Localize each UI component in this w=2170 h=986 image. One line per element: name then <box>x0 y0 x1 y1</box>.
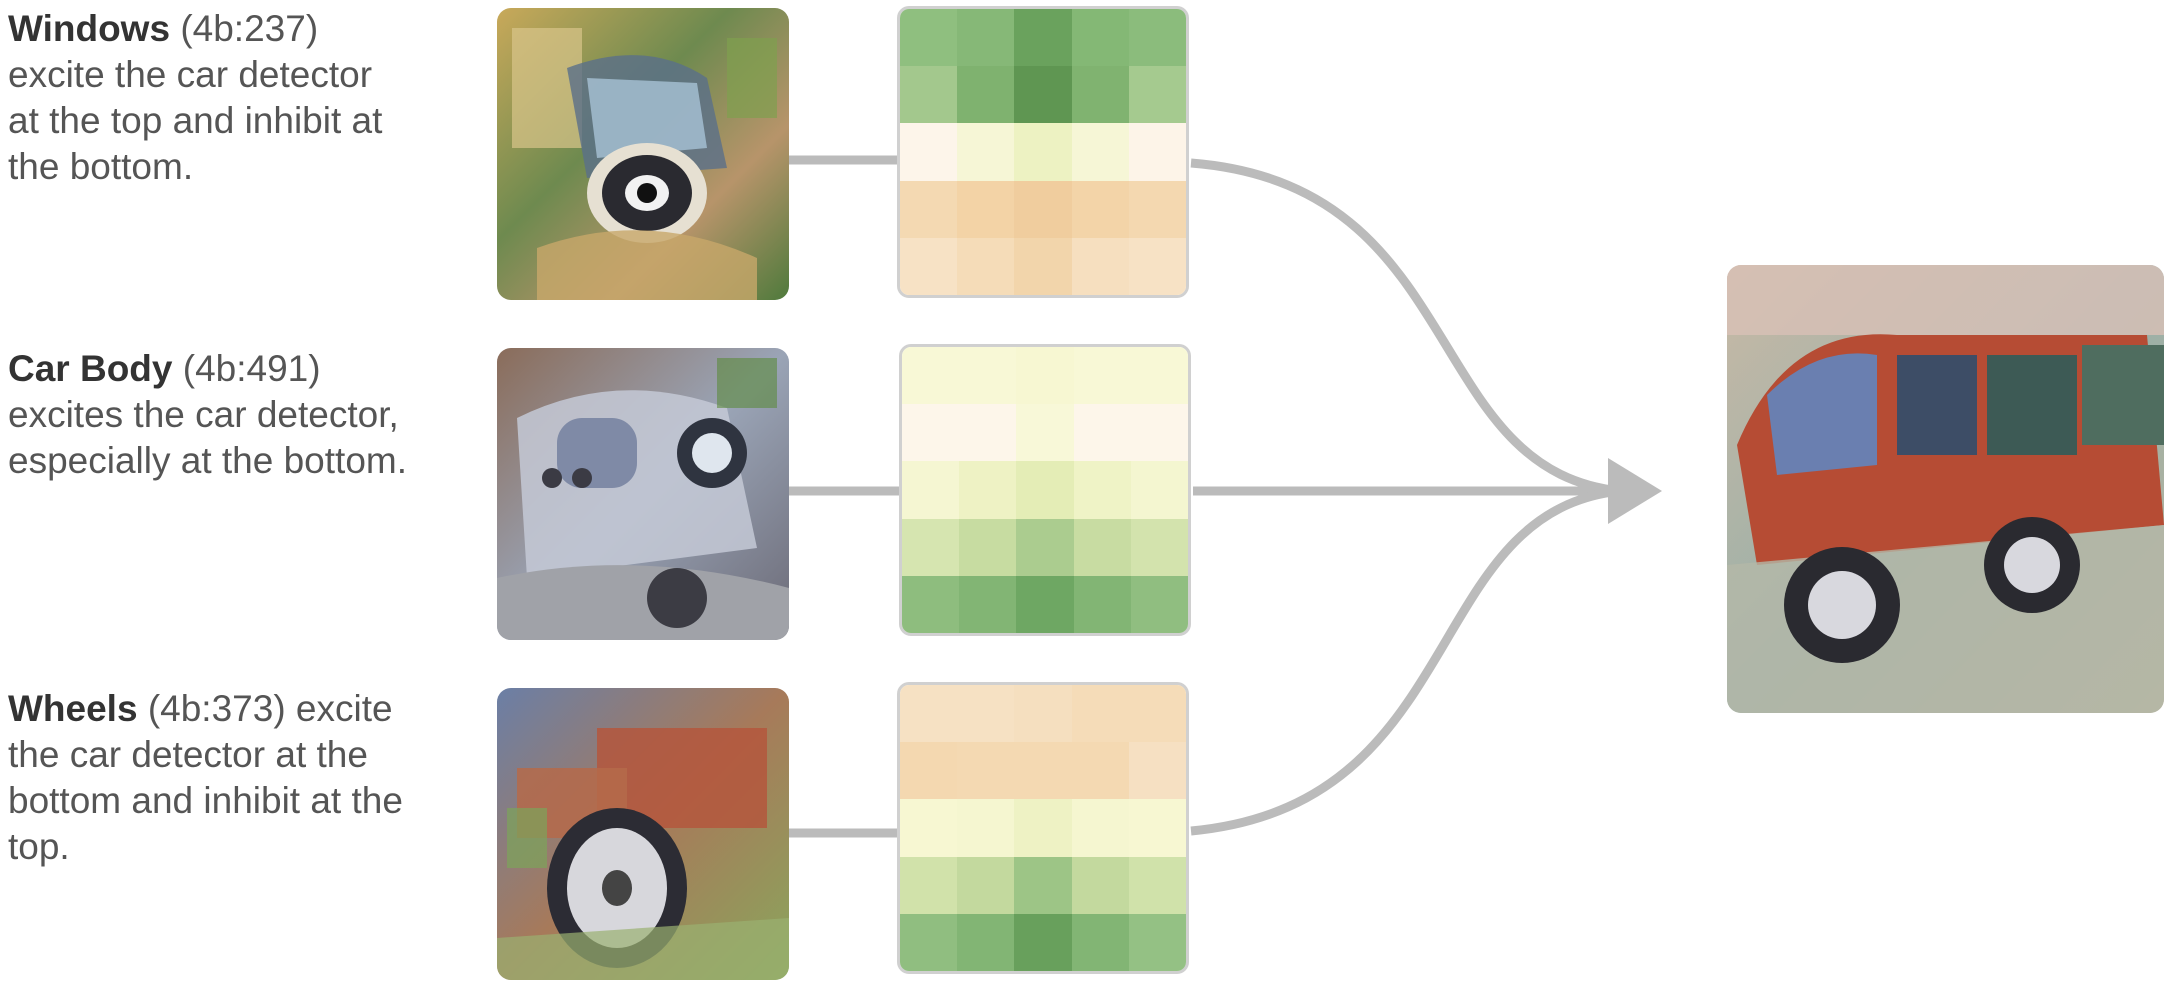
heatmap-cell <box>1071 913 1129 971</box>
wheels-name: Wheels <box>8 688 138 729</box>
heatmap-cell <box>1073 518 1131 576</box>
heatmap-cell <box>902 575 960 633</box>
heatmap-cell <box>1014 66 1072 124</box>
arrow-head-icon <box>1608 458 1662 524</box>
heatmap-cell <box>1014 685 1072 743</box>
heatmap-cell <box>1014 799 1072 857</box>
heatmap-cell <box>1128 799 1186 857</box>
connector-windows-to-result <box>1190 158 1621 496</box>
heatmap-cell <box>900 9 958 67</box>
heatmap-cell <box>1073 575 1131 633</box>
heatmap-cell <box>1016 404 1074 462</box>
heatmap-cell <box>900 799 958 857</box>
heatmap-cell <box>1016 518 1074 576</box>
heatmap-cell <box>957 685 1015 743</box>
heatmap-cell <box>959 575 1017 633</box>
heatmap-cell <box>1071 180 1129 238</box>
car-body-feature-image <box>497 348 789 640</box>
heatmap-cell <box>957 9 1015 67</box>
heatmap-cell <box>1014 742 1072 800</box>
heatmap-cell <box>1014 913 1072 971</box>
heatmap-cell <box>1071 742 1129 800</box>
heatmap-cell <box>1071 123 1129 181</box>
heatmap-cell <box>1071 237 1129 295</box>
heatmap-cell <box>1071 856 1129 914</box>
windows-feature-image <box>497 8 789 300</box>
heatmap-cell <box>902 404 960 462</box>
windows-id: (4b:237) <box>180 8 319 49</box>
heatmap-cell <box>1016 347 1074 405</box>
heatmap-cell <box>1130 347 1188 405</box>
car-body-heatmap <box>899 344 1191 636</box>
heatmap-cell <box>900 913 958 971</box>
wheels-id: (4b:373) <box>147 688 286 729</box>
heatmap-cell <box>1071 685 1129 743</box>
windows-heatmap <box>897 6 1189 298</box>
heatmap-cell <box>957 913 1015 971</box>
heatmap-cell <box>902 518 960 576</box>
heatmap-cell <box>1128 856 1186 914</box>
heatmap-cell <box>900 66 958 124</box>
heatmap-cell <box>1073 461 1131 519</box>
heatmap-cell <box>1128 9 1186 67</box>
heatmap-cell <box>1016 575 1074 633</box>
windows-description: Windows (4b:237) excite the car detector… <box>8 6 408 190</box>
wheels-description: Wheels (4b:373) excite the car detector … <box>8 686 428 870</box>
heatmap-cell <box>959 518 1017 576</box>
windows-text: excite the car detector at the top and i… <box>8 54 383 187</box>
heatmap-cell <box>957 742 1015 800</box>
heatmap-cell <box>1073 404 1131 462</box>
wheels-text: excite the car detector at the bottom an… <box>8 688 403 867</box>
heatmap-cell <box>1014 237 1072 295</box>
heatmap-cell <box>1130 404 1188 462</box>
heatmap-cell <box>1071 799 1129 857</box>
heatmap-cell <box>1128 180 1186 238</box>
heatmap-cell <box>1016 461 1074 519</box>
heatmap-cell <box>959 347 1017 405</box>
heatmap-cell <box>1014 123 1072 181</box>
heatmap-cell <box>1128 237 1186 295</box>
car-body-description: Car Body (4b:491) excites the car detect… <box>8 346 408 484</box>
heatmap-cell <box>1130 518 1188 576</box>
heatmap-cell <box>957 180 1015 238</box>
heatmap-cell <box>1014 180 1072 238</box>
heatmap-cell <box>900 685 958 743</box>
heatmap-cell <box>1071 66 1129 124</box>
heatmap-cell <box>900 237 958 295</box>
heatmap-cell <box>1014 856 1072 914</box>
heatmap-cell <box>1128 123 1186 181</box>
heatmap-cell <box>902 461 960 519</box>
car-body-name: Car Body <box>8 348 173 389</box>
heatmap-cell <box>900 856 958 914</box>
wheels-heatmap <box>897 682 1189 974</box>
heatmap-cell <box>900 742 958 800</box>
car-body-id: (4b:491) <box>182 348 321 389</box>
connector-wheels-to-result <box>1190 486 1621 836</box>
heatmap-cell <box>957 123 1015 181</box>
heatmap-cell <box>1130 461 1188 519</box>
heatmap-cell <box>1128 66 1186 124</box>
windows-name: Windows <box>8 8 171 49</box>
heatmap-cell <box>1073 347 1131 405</box>
heatmap-cell <box>957 856 1015 914</box>
heatmap-cell <box>1130 575 1188 633</box>
heatmap-cell <box>957 237 1015 295</box>
heatmap-cell <box>959 461 1017 519</box>
heatmap-cell <box>957 66 1015 124</box>
heatmap-cell <box>1014 9 1072 67</box>
heatmap-cell <box>1128 742 1186 800</box>
wheels-feature-image <box>497 688 789 980</box>
heatmap-cell <box>1128 685 1186 743</box>
heatmap-cell <box>1071 9 1129 67</box>
heatmap-cell <box>900 123 958 181</box>
heatmap-cell <box>902 347 960 405</box>
heatmap-cell <box>1128 913 1186 971</box>
heatmap-cell <box>959 404 1017 462</box>
car-body-text: excites the car detector, especially at … <box>8 394 407 481</box>
heatmap-cell <box>900 180 958 238</box>
heatmap-cell <box>957 799 1015 857</box>
car-detector-result-image <box>1727 265 2164 713</box>
